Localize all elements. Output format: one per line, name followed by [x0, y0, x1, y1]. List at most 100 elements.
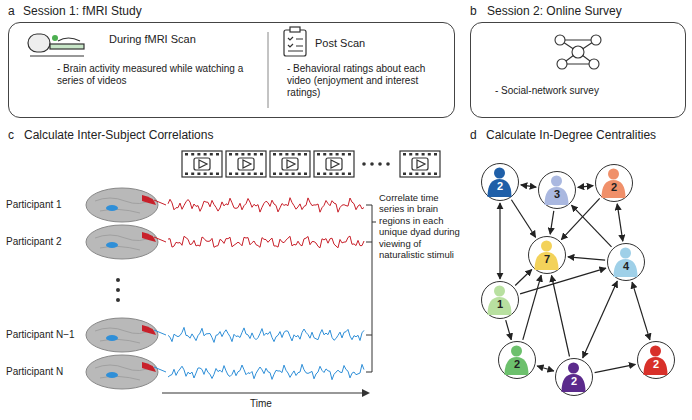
sprocket-hole — [197, 173, 200, 176]
connector — [595, 364, 636, 372]
sprocket-hole — [229, 153, 232, 156]
panel-box: Session 2: Online Survey- Social-network… — [470, 22, 686, 118]
drawing-part — [58, 38, 80, 41]
person-head — [608, 169, 619, 180]
person-head — [494, 168, 505, 179]
connector — [617, 204, 623, 241]
drawing-part — [386, 162, 390, 166]
connector — [537, 366, 554, 371]
sprocket-hole — [235, 173, 238, 176]
time-series-trace — [168, 327, 364, 342]
person-head — [541, 241, 552, 252]
degree-number: 7 — [529, 253, 565, 265]
video-frame — [182, 151, 222, 177]
panel-box: Session 1: fMRI StudyDuring fMRI Scan- B… — [8, 22, 455, 118]
panel-title: Session 2: Online Survey — [487, 4, 622, 18]
connector — [520, 268, 606, 294]
drawing-part — [370, 162, 374, 166]
play-button — [326, 158, 342, 170]
panel-title: Calculate In-Degree Centralities — [486, 128, 656, 142]
brain-region — [142, 362, 156, 372]
panel-title: Calculate Inter-Subject Correlations — [24, 128, 213, 142]
sprocket-hole — [216, 173, 219, 176]
drawing-part — [50, 44, 84, 49]
play-button — [194, 158, 210, 170]
person-node: 3 — [538, 171, 576, 209]
person-node: 1 — [481, 281, 519, 319]
video-frame — [226, 151, 266, 177]
scanner-icon — [28, 34, 84, 56]
connector — [552, 276, 570, 357]
drawing-part — [116, 298, 120, 302]
connector — [632, 282, 650, 340]
brain — [86, 188, 158, 222]
clipboard-icon — [284, 27, 306, 56]
annotation: Correlate time series in brain regions i… — [379, 192, 465, 260]
brain-region — [142, 232, 156, 242]
degree-number: 2 — [638, 358, 674, 370]
sprocket-hole — [254, 153, 257, 156]
sprocket-hole — [248, 173, 251, 176]
drawing-part — [284, 30, 306, 56]
connector — [511, 200, 535, 238]
sprocket-hole — [403, 153, 406, 156]
sprocket-hole — [285, 173, 288, 176]
leader-line — [154, 367, 166, 372]
sprocket-hole — [210, 153, 213, 156]
sprocket-hole — [204, 153, 207, 156]
time-series-trace — [168, 236, 364, 248]
sprocket-hole — [336, 153, 339, 156]
sprocket-hole — [204, 173, 207, 176]
person-node: 2 — [637, 341, 675, 379]
sprocket-hole — [273, 173, 276, 176]
sprocket-hole — [428, 153, 431, 156]
video-strip — [182, 151, 440, 177]
divider — [268, 32, 269, 108]
person-node: 2 — [595, 164, 633, 202]
degree-number: 2 — [596, 181, 632, 193]
sprocket-hole — [191, 153, 194, 156]
connector — [550, 211, 554, 234]
participant-label: Participant N — [6, 366, 84, 378]
brain-region — [106, 335, 118, 341]
drawing-part — [116, 288, 120, 292]
sprocket-hole — [260, 153, 263, 156]
degree-number: 2 — [499, 358, 535, 370]
brain-region — [106, 372, 118, 378]
bracket — [366, 205, 376, 372]
participant-label: Participant 2 — [6, 236, 84, 248]
sprocket-hole — [348, 173, 351, 176]
sprocket-hole — [304, 173, 307, 176]
panel-letter: b — [470, 4, 477, 18]
time-arrowhead — [362, 389, 370, 397]
sprocket-hole — [415, 173, 418, 176]
sprocket-hole — [216, 153, 219, 156]
ellipsis-dots — [116, 162, 390, 302]
sprocket-hole — [241, 153, 244, 156]
brain — [86, 318, 158, 352]
person-head — [551, 176, 562, 187]
drawing-part — [116, 278, 120, 282]
panel-letter: a — [8, 4, 15, 18]
sprocket-hole — [273, 153, 276, 156]
sprocket-hole — [409, 153, 412, 156]
sprocket-hole — [348, 153, 351, 156]
sprocket-hole — [403, 173, 406, 176]
person-node: 2 — [481, 163, 519, 201]
connector — [515, 270, 532, 286]
sprocket-hole — [279, 153, 282, 156]
drawing-part — [362, 162, 366, 166]
person-node: 7 — [528, 236, 566, 274]
leader-line — [154, 200, 166, 205]
sprocket-hole — [317, 173, 320, 176]
person-node: 2 — [498, 341, 536, 379]
sprocket-hole — [323, 153, 326, 156]
sprocket-hole — [229, 173, 232, 176]
sprocket-hole — [210, 173, 213, 176]
video-frame — [314, 151, 354, 177]
sprocket-hole — [434, 173, 437, 176]
sprocket-hole — [185, 153, 188, 156]
description: - Brain activity measured while watching… — [57, 63, 257, 87]
drawing-part — [555, 35, 565, 45]
person-node: 4 — [607, 243, 645, 281]
